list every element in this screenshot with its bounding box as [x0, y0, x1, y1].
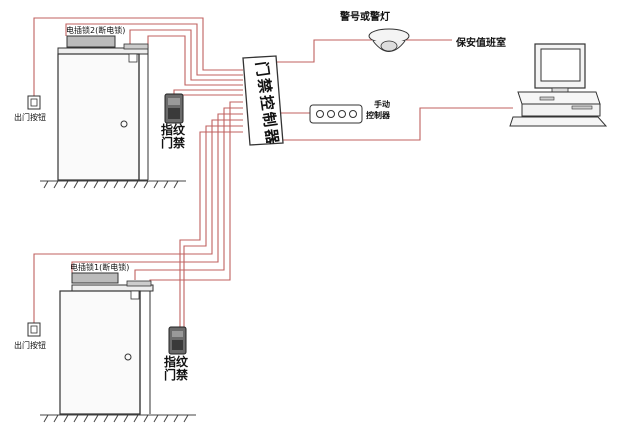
- bottom-fingerprint-label-2: 门禁: [164, 368, 189, 382]
- top-lock-label: 电插锁2(断电锁): [66, 26, 126, 35]
- bottom-electric-lock: [71, 272, 119, 284]
- computer-keyboard: [509, 116, 608, 127]
- alarm-label: 警号或警灯: [340, 12, 390, 23]
- bottom-floor: [40, 414, 196, 423]
- bottom-fingerprint-reader: [168, 326, 187, 355]
- bottom-fingerprint-label-1: 指纹: [164, 355, 189, 369]
- bottom-door: [59, 272, 154, 415]
- top-floor: [40, 180, 186, 189]
- top-exit-button-label: 出门按钮: [14, 113, 46, 122]
- top-exit-button: [27, 95, 41, 110]
- manual-controller-label-1: 手动: [374, 100, 390, 109]
- manual-controller-label-2: 控制器: [366, 111, 390, 120]
- bottom-door-panel: [59, 290, 141, 415]
- computer: [509, 43, 608, 127]
- manual-controller-box: [309, 104, 363, 124]
- alarm-siren: [368, 28, 410, 52]
- bottom-exit-button-label: 出门按钮: [14, 341, 46, 350]
- access-controller-box: [242, 55, 284, 146]
- bottom-lock-label: 电插锁1(断电锁): [70, 263, 130, 272]
- security-room-label: 保安值班室: [456, 38, 506, 49]
- top-door-panel: [57, 53, 140, 181]
- top-door-knob: [120, 120, 128, 128]
- top-door: [57, 35, 149, 181]
- bottom-exit-button: [27, 322, 41, 337]
- top-fingerprint-label-1: 指纹: [161, 123, 186, 137]
- top-electric-lock: [66, 35, 116, 48]
- bottom-door-knob: [124, 353, 132, 361]
- top-fingerprint-reader: [164, 93, 184, 124]
- top-fingerprint-label-2: 门禁: [161, 136, 186, 150]
